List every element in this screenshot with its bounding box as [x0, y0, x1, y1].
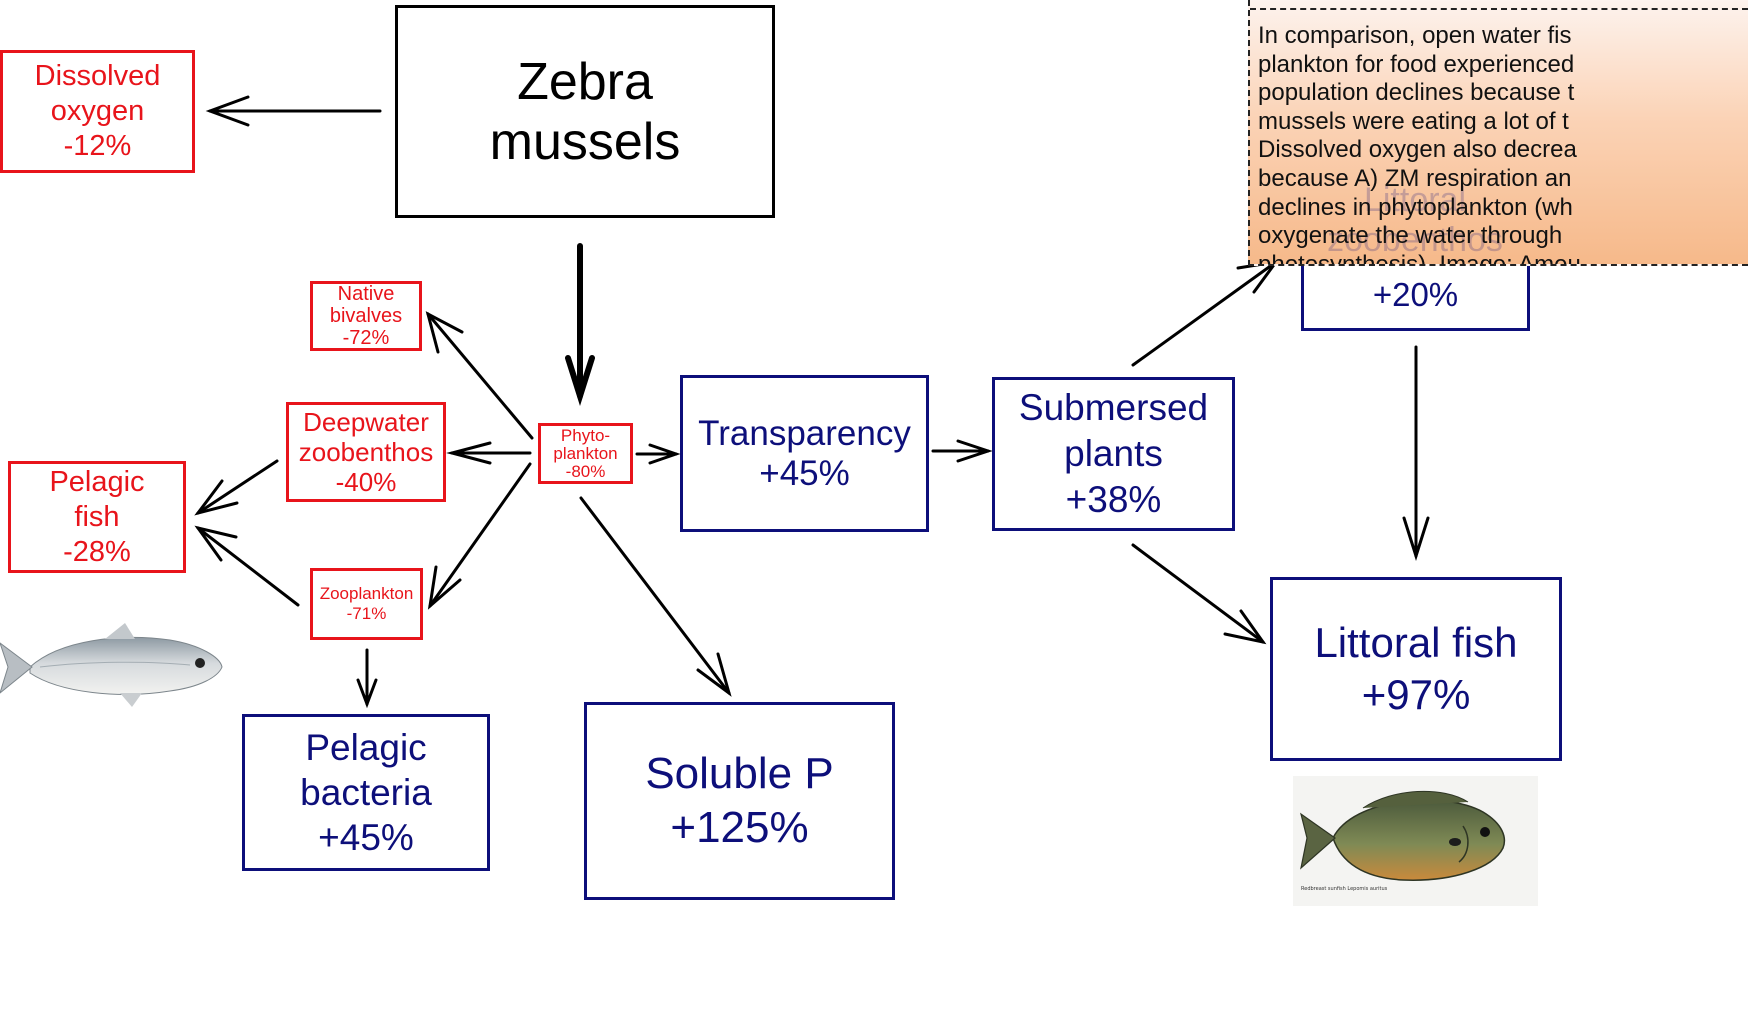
zooplankton-node: Zooplankton -71% — [310, 568, 423, 640]
callout-ghost-label: Littoral zoobenthos — [1327, 181, 1503, 259]
arrow-phyto-to-transparency — [635, 443, 681, 465]
arrow-phyto-to-zoobenthos — [446, 441, 532, 465]
callout-text: In comparison, open water fis plankton f… — [1258, 22, 1581, 266]
arrow-transparency-to-plants — [931, 439, 993, 463]
arrow-phyto-to-soluble-p — [579, 496, 732, 697]
transparency-node: Transparency +45% — [680, 375, 929, 532]
arrow-zoobenthos-to-pelagic-fish — [194, 459, 279, 516]
littoral-fish-node: Littoral fish +97% — [1270, 577, 1562, 761]
arrow-plants-to-littoral-fish — [1131, 543, 1267, 645]
soluble-p-node: Soluble P +125% — [584, 702, 895, 900]
littoral-zoobenthos-value: +20% — [1372, 276, 1459, 313]
arrow-littoral-zoobenthos-to-fish — [1402, 345, 1430, 561]
arrow-zooplankton-to-pelagic-fish — [194, 525, 300, 607]
arrow-zebra-to-phytoplankton — [565, 243, 595, 406]
arrow-plants-to-littoral-zoobenthos — [1131, 259, 1280, 367]
submersed-plants-node: Submersed plants +38% — [992, 377, 1235, 531]
dissolved-oxygen-node: Dissolved oxygen -12% — [0, 50, 195, 173]
arrow-phyto-to-zooplankton — [427, 462, 532, 610]
arrow-phyto-to-bivalves — [425, 311, 534, 440]
native-bivalves-node: Native bivalves -72% — [310, 281, 422, 351]
zebra-mussels-node: Zebra mussels — [395, 5, 775, 218]
phytoplankton-node: Phyto- plankton -80% — [538, 423, 633, 484]
pelagic-fish-node: Pelagic fish -28% — [8, 461, 186, 573]
arrow-zooplankton-to-bacteria — [356, 648, 378, 709]
sunfish-image: Redbreast sunfish Lepomis auritus — [1293, 776, 1538, 906]
pelagic-bacteria-node: Pelagic bacteria +45% — [242, 714, 490, 871]
arrow-zebra-to-oxygen — [205, 95, 382, 127]
info-callout: Littoral zoobenthos In comparison, open … — [1248, 0, 1748, 266]
callout-dashed-border — [1250, 8, 1748, 10]
sunfish-caption: Redbreast sunfish Lepomis auritus — [1301, 886, 1388, 892]
alewife-fish-image — [0, 623, 223, 707]
deepwater-zoobenthos-node: Deepwater zoobenthos -40% — [286, 402, 446, 502]
